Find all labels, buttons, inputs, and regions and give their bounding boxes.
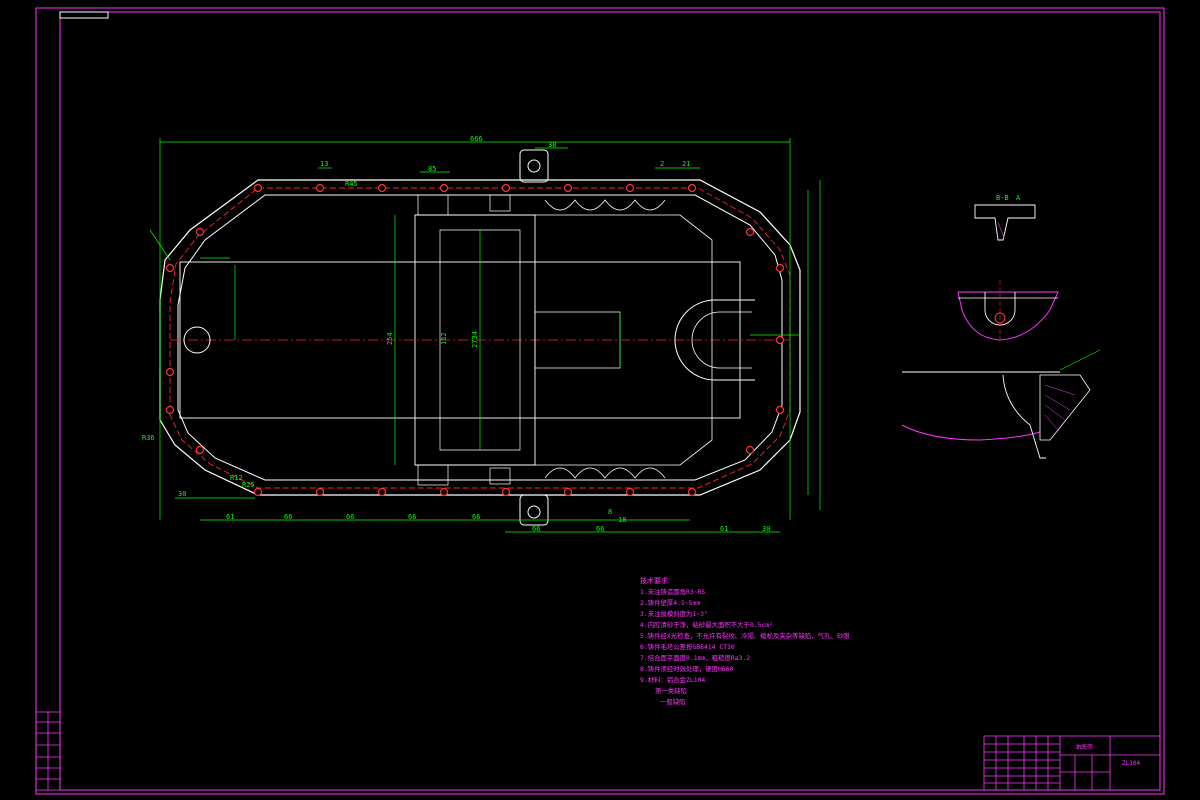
section-b-b-label: B-B bbox=[996, 194, 1009, 202]
note-sub-1: 第一类缺陷 bbox=[655, 686, 687, 695]
dim-r12: R12 bbox=[230, 474, 243, 482]
dim-r25: R25 bbox=[242, 481, 255, 489]
dim-38: 38 bbox=[548, 141, 556, 149]
dim-2: 2 bbox=[660, 160, 664, 168]
title-block bbox=[983, 735, 1161, 791]
dim-r36: R36 bbox=[142, 434, 155, 442]
note-7: 7.结合面平面度0.1mm，粗糙度Ra3.2 bbox=[640, 653, 750, 662]
note-6: 6.铸件毛坯公差按GB6414 CT10 bbox=[640, 642, 735, 651]
dim-bottom-61a: 61 bbox=[226, 513, 234, 521]
technical-notes: 技术要求 1.未注铸造圆角R3~R5 2.铸件壁厚4.5~5mm 3.未注拔模斜… bbox=[640, 576, 850, 706]
note-2: 2.铸件壁厚4.5~5mm bbox=[640, 598, 700, 607]
dim-bottom-66d: 66 bbox=[472, 513, 480, 521]
dim-left-30: 30 bbox=[178, 490, 186, 498]
section-view-flange bbox=[901, 349, 1101, 459]
dim-162: 162 bbox=[440, 332, 448, 345]
dim-bottom-66e: 66 bbox=[532, 525, 540, 533]
note-sub-2: 一般缺陷 bbox=[660, 697, 686, 706]
drawing-frame bbox=[35, 7, 1165, 795]
note-1: 1.未注铸造圆角R3~R5 bbox=[640, 587, 705, 596]
note-5: 5.铸件经X光检查，不允许有裂纹、冷隔、缩松及夹杂等缺陷，气孔、砂眼 bbox=[640, 631, 850, 640]
binding-column bbox=[35, 711, 61, 791]
title-block-material: ZL104 bbox=[1122, 760, 1140, 767]
dim-bottom-61b: 61 bbox=[720, 525, 728, 533]
overall-length-label: 666 bbox=[470, 135, 483, 143]
dim-bottom-66f: 66 bbox=[596, 525, 604, 533]
dim-r45: R45 bbox=[345, 180, 358, 188]
section-view-b-b: B-B A bbox=[974, 194, 1036, 241]
dim-254: 254 bbox=[386, 332, 394, 345]
bolt-holes bbox=[165, 183, 785, 497]
notes-title: 技术要求 bbox=[640, 576, 668, 585]
note-3: 3.未注拔模斜度为1~3° bbox=[640, 609, 708, 618]
title-block-name: 油底壳 bbox=[1075, 743, 1093, 751]
dim-21: 21 bbox=[682, 160, 690, 168]
dimension-labels: 666 38 13 85 2 21 R45 61 66 66 66 66 66 … bbox=[142, 135, 770, 533]
note-8: 8.铸件须经时效处理，硬度HB60 bbox=[640, 664, 734, 673]
dim-bottom-66a: 66 bbox=[284, 513, 292, 521]
note-4: 4.内腔清砂干净，粘砂最大面积不大于0.5cm² bbox=[640, 620, 773, 629]
dim-bottom-66b: 66 bbox=[346, 513, 354, 521]
dim-2734: 2734 bbox=[471, 331, 479, 348]
dim-bottom-66c: 66 bbox=[408, 513, 416, 521]
dimension-lines bbox=[149, 138, 821, 533]
dim-13: 13 bbox=[320, 160, 328, 168]
section-a-label: A bbox=[1016, 194, 1021, 202]
note-9: 9.材料：铝合金ZL104 bbox=[640, 675, 705, 684]
dim-85: 85 bbox=[428, 165, 436, 173]
dim-bottom-30: 30 bbox=[762, 525, 770, 533]
dim-bottom-8: 8 bbox=[608, 508, 612, 516]
dim-bottom-18: 18 bbox=[618, 516, 626, 524]
section-view-boss bbox=[957, 280, 1059, 341]
